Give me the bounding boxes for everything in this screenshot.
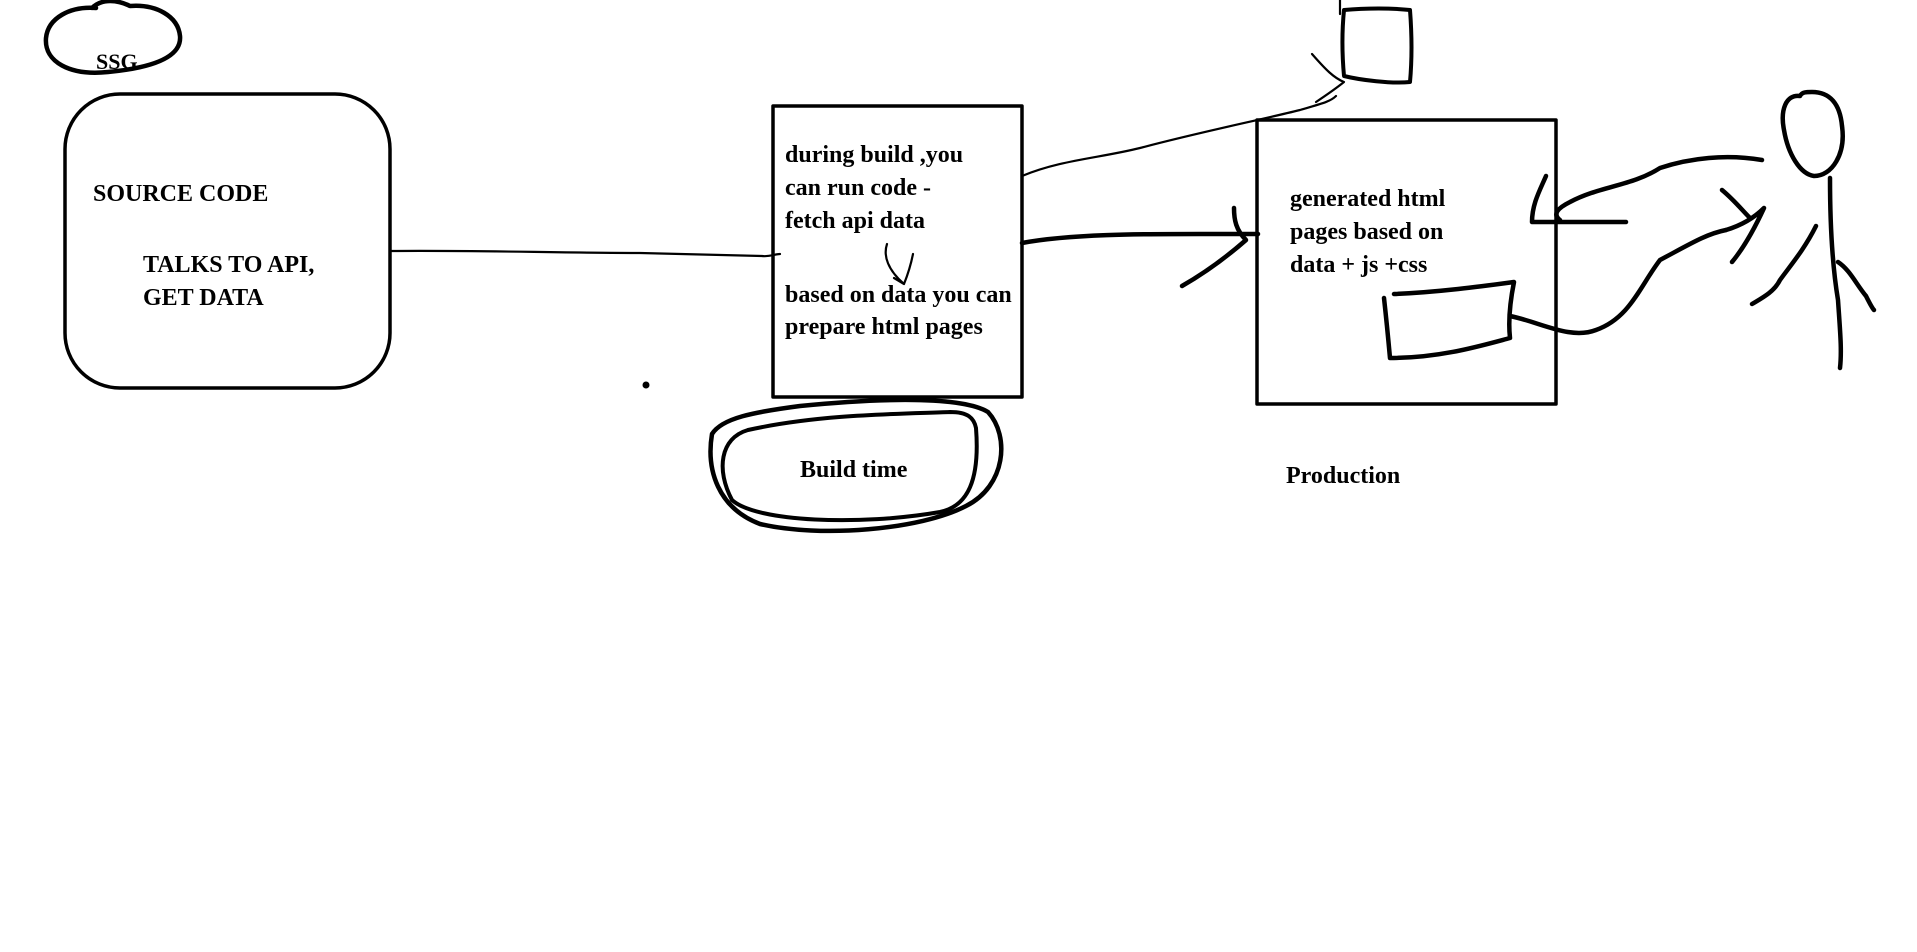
fetch-to-prepare-arrow [884, 242, 915, 286]
build-to-cloud-line [1020, 94, 1338, 178]
user-request-arrowhead [1529, 173, 1629, 225]
source-code-heading: SOURCE CODE [93, 181, 269, 207]
production-box [1255, 118, 1558, 406]
diagram-title: SSG [96, 49, 138, 74]
build-step-prepare: based on data you can prepare html pages [785, 282, 1012, 340]
deploy-target-box [1340, 6, 1414, 85]
build-step-fetch: during build ,you can run code - fetch a… [785, 142, 964, 234]
source-to-build-line [388, 249, 782, 258]
user-arm-left [1749, 223, 1819, 307]
build-to-production-arrowhead [1179, 205, 1249, 289]
user-leg-right [1835, 259, 1877, 313]
source-code-detail: TALKS TO API, GET DATA [143, 252, 315, 311]
ssg-title-circle [43, 0, 183, 75]
deploy-target-arrowhead [1310, 52, 1346, 104]
build-time-label: Build time [800, 457, 908, 483]
source-code-box [63, 92, 392, 390]
user-side-arrow [1719, 187, 1753, 221]
stray-dot [642, 381, 650, 389]
build-time-circle-outer [708, 397, 1004, 534]
production-label: Production [1286, 463, 1401, 489]
build-time-circle-inner [720, 410, 979, 523]
user-body [1827, 175, 1844, 371]
production-box-text: generated html pages based on data + js … [1290, 186, 1446, 278]
user-request-curve [1554, 154, 1765, 223]
page-to-user-curve [1507, 227, 1729, 336]
user-head [1780, 89, 1845, 179]
page-to-user-arrowhead [1723, 205, 1767, 265]
page-sketch-box [1381, 279, 1517, 361]
build-to-production-arrow [1019, 231, 1261, 246]
build-box [771, 104, 1024, 399]
